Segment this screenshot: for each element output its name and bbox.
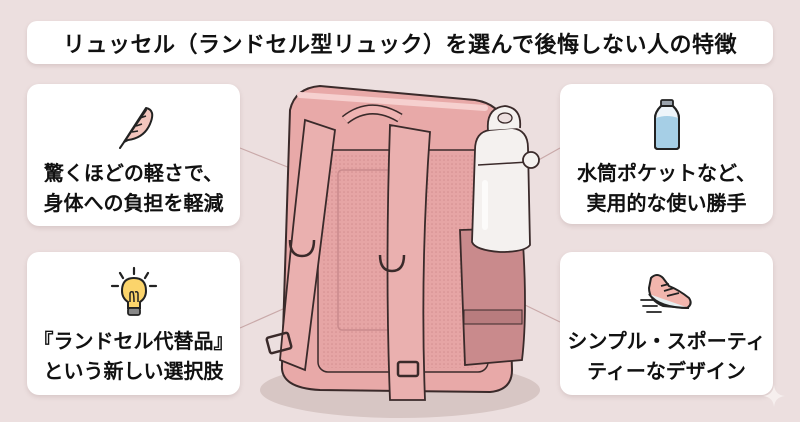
- page-title: リュッセル（ランドセル型リュック）を選んで後悔しない人の特徴: [63, 32, 737, 58]
- feature-line-1: 驚くほどの軽さで、: [43, 161, 224, 185]
- feather-icon: [118, 107, 153, 149]
- water-bottle-icon: [653, 99, 680, 150]
- feature-line-1: 『ランドセル代替品』: [33, 329, 234, 353]
- feature-line-1: シンプル・スポーティ: [567, 329, 766, 353]
- feature-card-alternative: 『ランドセル代替品』 という新しい選択肢: [27, 252, 240, 395]
- sneaker-icon: [639, 274, 692, 313]
- feature-card-design: シンプル・スポーティ ティーなデザイン: [560, 252, 773, 395]
- feature-card-lightweight: 驚くほどの軽さで、 身体への負担を軽減: [27, 84, 240, 226]
- backpack-illustration: [260, 84, 540, 418]
- title-banner: リュッセル（ランドセル型リュック）を選んで後悔しない人の特徴: [27, 21, 773, 64]
- feature-line-2: ティーなデザイン: [587, 359, 746, 383]
- lightbulb-icon: [110, 266, 157, 316]
- sparkle-icon: [763, 385, 785, 407]
- feature-line-2: 実用的な使い勝手: [586, 191, 747, 215]
- feature-line-1: 水筒ポケットなど、: [577, 161, 756, 185]
- feature-line-2: 身体への負担を軽減: [43, 191, 224, 215]
- feature-card-practical: 水筒ポケットなど、 実用的な使い勝手: [560, 84, 773, 224]
- feature-line-2: という新しい選択肢: [43, 359, 224, 383]
